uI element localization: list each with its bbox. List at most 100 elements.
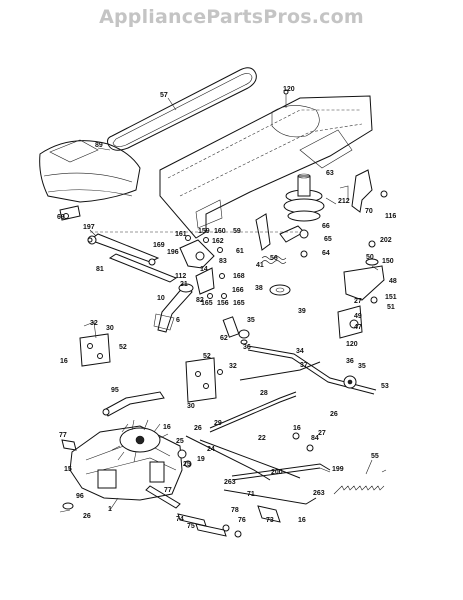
lower-linkage[interactable] — [223, 432, 331, 523]
callout-263: 263 — [224, 479, 236, 486]
brake-pedal[interactable] — [153, 283, 194, 333]
callout-71: 71 — [247, 491, 255, 498]
callout-25: 25 — [183, 461, 191, 468]
callout-15: 15 — [64, 466, 72, 473]
callout-161: 161 — [175, 231, 187, 238]
callout-165: 165 — [201, 300, 213, 307]
callout-39: 39 — [298, 308, 306, 315]
engine-pulley[interactable] — [283, 173, 325, 222]
linkage-rods[interactable] — [185, 391, 301, 481]
idler-pulley[interactable] — [255, 213, 309, 296]
callout-36: 36 — [243, 344, 251, 351]
callout-78: 78 — [231, 507, 239, 514]
callout-52: 52 — [203, 353, 211, 360]
transmission-rod[interactable] — [239, 345, 377, 395]
callout-52: 52 — [119, 344, 127, 351]
callout-16: 16 — [298, 517, 306, 524]
callout-62: 62 — [220, 335, 228, 342]
callout-66: 66 — [322, 223, 330, 230]
bushings[interactable] — [222, 316, 250, 345]
idler-spring[interactable] — [261, 256, 287, 264]
callout-50: 50 — [366, 254, 374, 261]
frame[interactable] — [159, 95, 373, 239]
callout-35: 35 — [247, 317, 255, 324]
callout-77: 77 — [164, 487, 172, 494]
mount-bracket-center[interactable] — [185, 357, 223, 403]
callout-76: 76 — [238, 517, 246, 524]
transaxle[interactable] — [69, 419, 192, 501]
right-bracket[interactable] — [337, 240, 385, 339]
clutch-linkage[interactable] — [179, 235, 227, 299]
tension-spring[interactable] — [333, 469, 387, 495]
watermark: AppliancePartsPros.com — [99, 6, 364, 28]
callout-16: 16 — [163, 424, 171, 431]
callout-27: 27 — [354, 298, 362, 305]
callout-212: 212 — [338, 198, 350, 205]
callout-65: 65 — [324, 236, 332, 243]
callout-95: 95 — [111, 387, 119, 394]
callout-89: 89 — [95, 142, 103, 149]
callout-74: 74 — [176, 516, 184, 523]
callout-75: 75 — [187, 523, 195, 530]
callout-27: 27 — [318, 430, 326, 437]
callout-96: 96 — [76, 493, 84, 500]
mount-bracket-left[interactable] — [79, 321, 111, 367]
callout-57: 57 — [160, 92, 168, 99]
callout-32: 32 — [229, 363, 237, 370]
callout-166: 166 — [232, 287, 244, 294]
callout-73: 73 — [266, 517, 274, 524]
hardware-pins[interactable] — [63, 89, 289, 243]
callout-81: 81 — [96, 266, 104, 273]
callout-25: 25 — [176, 438, 184, 445]
callout-83: 83 — [219, 258, 227, 265]
callout-196: 196 — [167, 249, 179, 256]
callout-16: 16 — [60, 358, 68, 365]
callout-120: 120 — [283, 86, 295, 93]
callout-37: 37 — [300, 362, 308, 369]
callout-49: 49 — [354, 313, 362, 320]
callout-159: 159 — [198, 228, 210, 235]
front-pan[interactable] — [39, 139, 141, 203]
callout-151: 151 — [385, 294, 397, 301]
axle[interactable] — [61, 439, 181, 509]
callout-77: 77 — [59, 432, 67, 439]
idler-bracket[interactable] — [339, 169, 388, 213]
callout-51: 51 — [387, 304, 395, 311]
callout-24: 24 — [207, 446, 215, 453]
callout-200: 200 — [271, 469, 283, 476]
callout-197: 197 — [83, 224, 95, 231]
callout-165: 165 — [233, 300, 245, 307]
callout-34: 34 — [296, 348, 304, 355]
callout-162: 162 — [212, 238, 224, 245]
drive-belt[interactable] — [107, 67, 257, 151]
callout-169: 169 — [153, 242, 165, 249]
leader-lines — [89, 97, 379, 511]
callout-26: 26 — [83, 513, 91, 520]
callout-6: 6 — [176, 317, 180, 324]
callout-84: 84 — [311, 435, 319, 442]
lower-links[interactable] — [177, 513, 242, 538]
shift-rod[interactable] — [102, 391, 165, 417]
callout-35: 35 — [358, 363, 366, 370]
callout-26: 26 — [330, 411, 338, 418]
callout-199: 199 — [332, 466, 344, 473]
callout-28: 28 — [260, 390, 268, 397]
callout-19: 19 — [197, 456, 205, 463]
callout-64: 64 — [322, 250, 330, 257]
callout-116: 116 — [385, 213, 396, 220]
callout-21: 21 — [180, 281, 188, 288]
callout-55: 55 — [371, 453, 379, 460]
callout-263: 263 — [313, 490, 325, 497]
callout-16: 16 — [293, 425, 301, 432]
callout-61: 61 — [236, 248, 244, 255]
callout-26: 26 — [194, 425, 202, 432]
callout-56: 56 — [270, 255, 278, 262]
callout-53: 53 — [381, 383, 389, 390]
callout-29: 29 — [214, 420, 222, 427]
callout-70: 70 — [365, 208, 373, 215]
callout-156: 156 — [217, 300, 229, 307]
callout-36: 36 — [346, 358, 354, 365]
washers[interactable] — [59, 502, 74, 513]
